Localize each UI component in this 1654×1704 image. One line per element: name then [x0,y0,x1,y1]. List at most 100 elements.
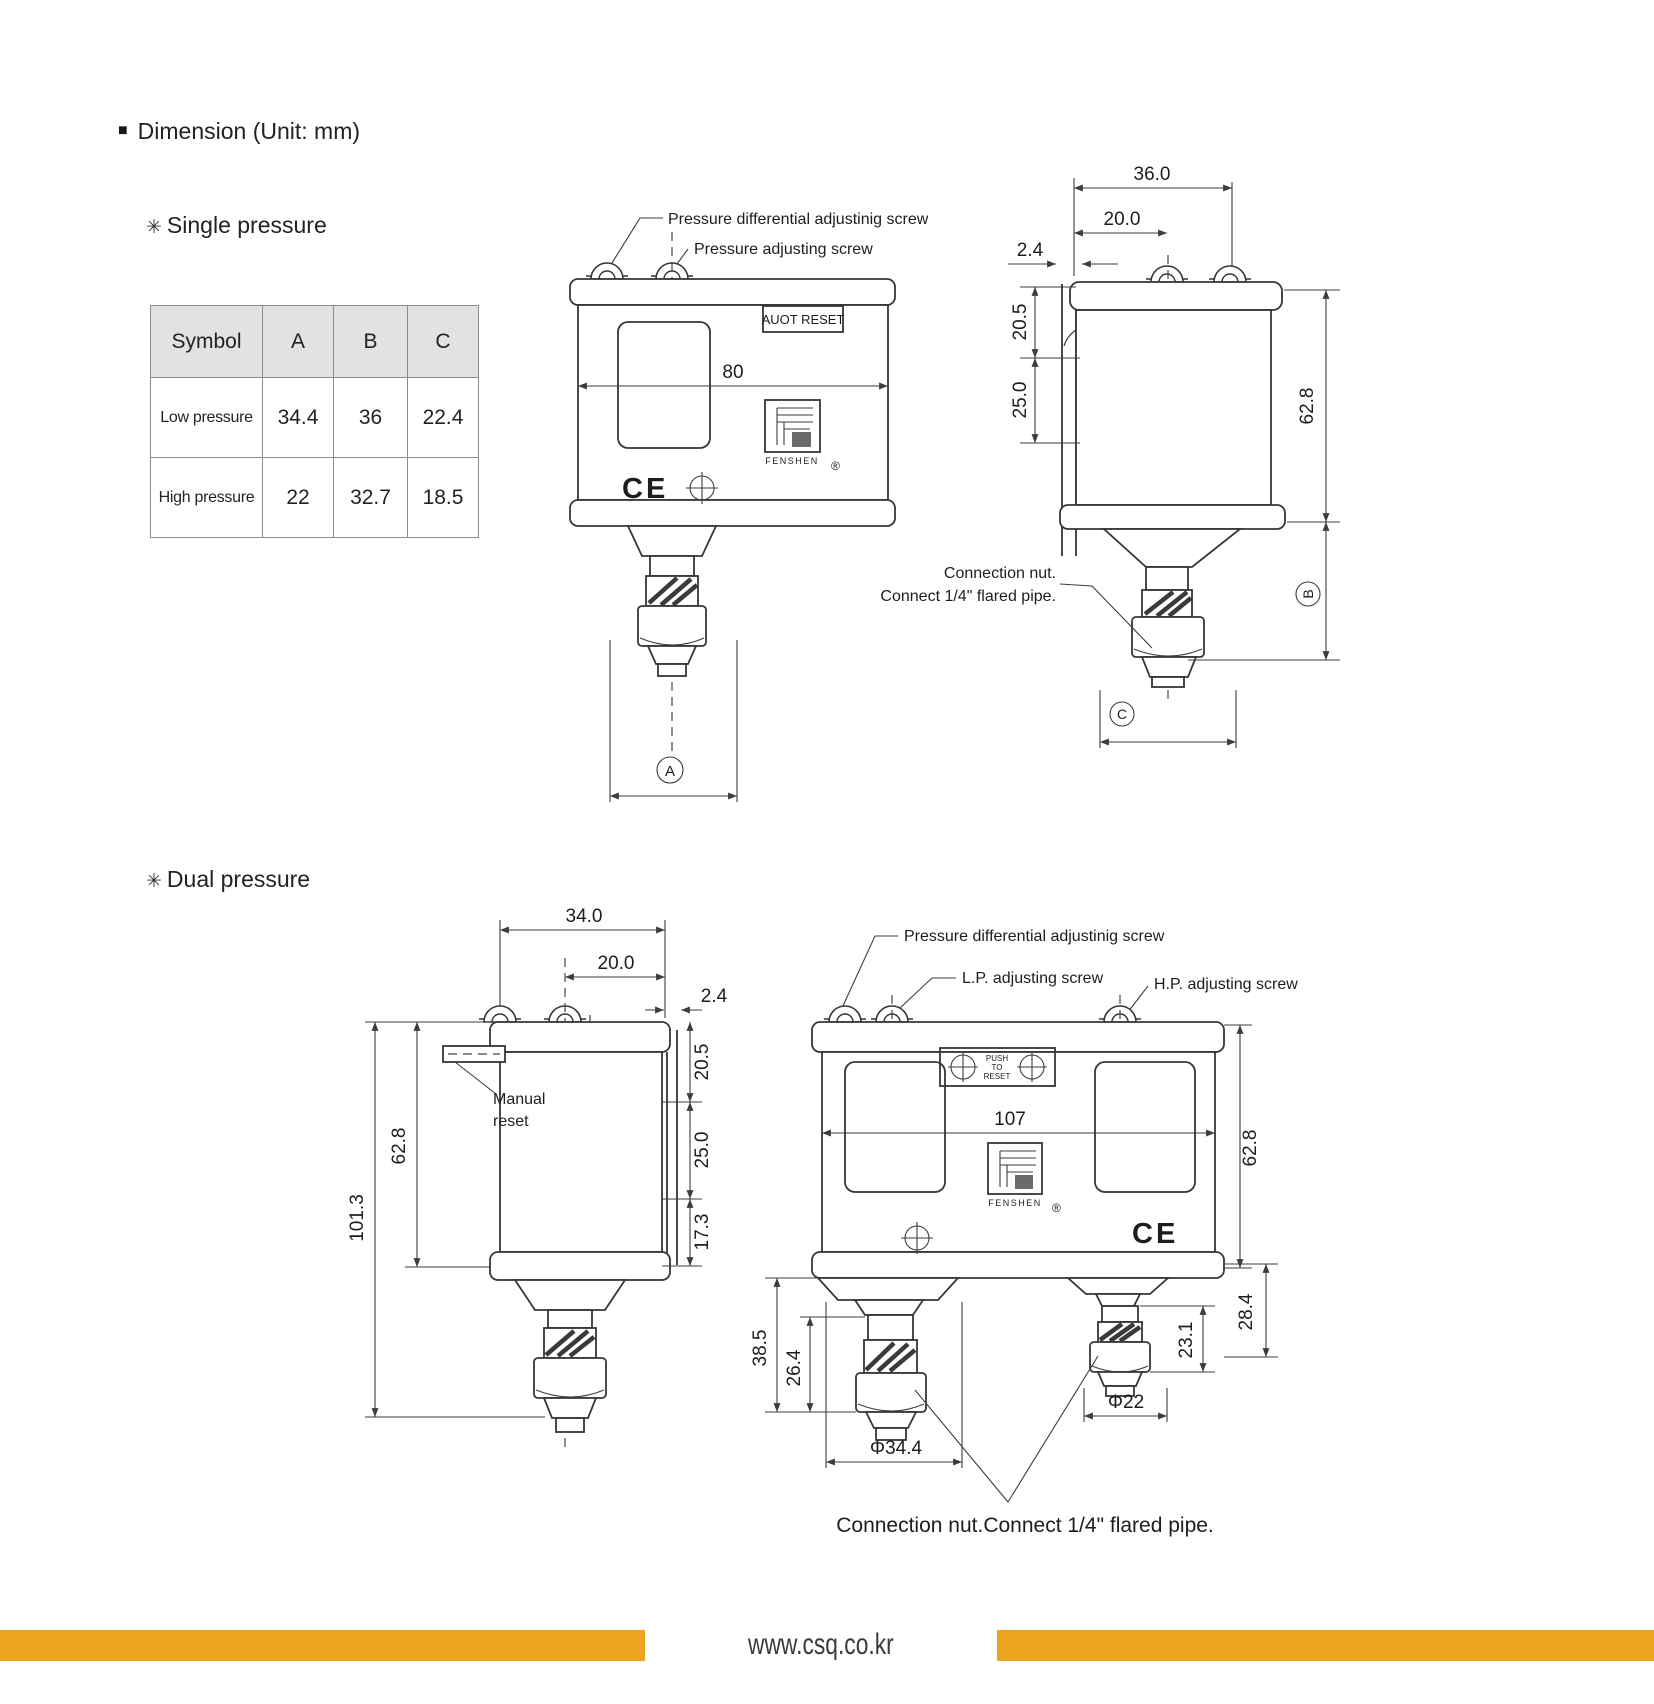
svg-text:PUSH: PUSH [986,1054,1008,1063]
svg-text:TO: TO [992,1063,1003,1072]
svg-text:107: 107 [994,1109,1026,1130]
dual-side-view: 34.0 20.0 2.4 [347,906,728,1448]
dim-20: 20.0 [1074,209,1167,237]
table-header-b: B [333,305,408,378]
svg-text:2.4: 2.4 [701,986,728,1007]
dim-a: A [609,640,738,802]
square-bullet-icon: ■ [118,121,128,139]
section-label-dual-text: Dual pressure [166,866,311,892]
brand-text: FENSHEN [988,1198,1042,1208]
dim-107: 107 [822,1109,1215,1137]
registered-icon: ® [1052,1201,1061,1215]
section-label-dual: ✳Dual pressure [146,866,310,893]
page-title: ■ Dimension (Unit: mm) [118,118,360,145]
page-title-text: Dimension (Unit: mm) [137,118,361,144]
asterisk-icon: ✳ [146,871,162,892]
screw-annotations: Pressure differential adjustinig screw L… [841,928,1298,1013]
svg-text:26.4: 26.4 [784,1349,805,1386]
manual-reset-label: reset [493,1113,529,1130]
push-to-reset-badge: PUSH TO RESET [939,1047,1056,1087]
fenshen-logo: FENSHEN ® [764,399,840,473]
svg-text:36.0: 36.0 [1134,164,1171,185]
cell-low-a: 34.4 [262,377,334,458]
fenshen-logo: FENSHEN ® [987,1142,1061,1215]
hp-connection-fitting [1065,1277,1171,1397]
dim-phi-22: Φ22 [1083,1388,1168,1422]
screw-head-icon [585,262,629,280]
svg-text:25.0: 25.0 [1010,382,1031,419]
registered-icon: ® [831,459,840,473]
table-header-symbol: Symbol [150,305,263,378]
crosshair-icon [686,472,718,504]
table-row-low-pressure: Low pressure 34.4 36 22.4 [150,377,479,458]
brand-text: FENSHEN [765,456,819,466]
manual-reset: Manual reset [442,1045,545,1130]
svg-text:2.4: 2.4 [1017,240,1044,261]
housing-bottom-cap [489,1251,671,1281]
dim-2-4: 2.4 [645,986,728,1014]
row-label-low: Low pressure [150,377,263,458]
dim-62-8: 62.8 [1284,289,1340,523]
housing-body [577,304,889,501]
svg-text:Φ34.4: Φ34.4 [870,1438,923,1459]
table-header-a: A [262,305,334,378]
front-window-right [1094,1061,1196,1193]
footer-bar-left [0,1630,645,1661]
crosshair-icon [901,1222,933,1254]
footer-url: www.csq.co.kr [748,1628,894,1661]
screw-head-icon [823,1005,867,1023]
dim-28-4: 28.4 [1224,1263,1278,1358]
svg-text:17.3: 17.3 [692,1214,713,1251]
svg-text:20.0: 20.0 [598,953,635,974]
svg-text:62.8: 62.8 [1297,388,1318,425]
single-pressure-drawing: Pressure differential adjustinig screw P… [569,164,1340,802]
svg-text:62.8: 62.8 [1240,1130,1261,1167]
svg-text:20.0: 20.0 [1104,209,1141,230]
dim-phi-34-4: Φ34.4 [825,1302,963,1468]
dim-20: 20.0 [565,953,665,981]
dim-62-8-right: 62.8 [1224,1024,1261,1269]
dual-pressure-drawing: 34.0 20.0 2.4 [347,906,1298,1537]
mounting-plate [666,1030,678,1265]
dim-c: C [1099,690,1237,748]
table-row-high-pressure: High pressure 22 32.7 18.5 [150,457,479,538]
dim-b: B [1188,522,1340,661]
connection-nut-annotation: Connection nut. Connect 1/4" flared pipe… [880,565,1153,649]
label-pressure-differential-screw: Pressure differential adjustinig screw [904,928,1165,945]
svg-text:25.0: 25.0 [692,1132,713,1169]
svg-text:C: C [1117,706,1127,722]
housing-bottom-cap [811,1251,1225,1279]
row-label-high: High pressure [150,457,263,538]
label-lp-screw: L.P. adjusting screw [962,970,1104,987]
dim-chain-right: 20.5 25.0 17.3 [662,1022,713,1267]
cell-low-b: 36 [333,377,408,458]
front-window-left [844,1061,946,1193]
manual-reset-label: Manual [493,1091,545,1108]
screw-annotations: Pressure differential adjustinig screw P… [606,211,929,272]
svg-text:Connection nut.: Connection nut. [944,565,1056,582]
dim-20-5-25: 20.5 25.0 [1010,286,1080,444]
dual-front-view: Pressure differential adjustinig screw L… [750,928,1298,1537]
svg-text:34.0: 34.0 [566,906,603,927]
section-label-single-text: Single pressure [166,212,327,238]
svg-text:B: B [1300,589,1316,598]
connection-nut-annotation: Connection nut.Connect 1/4" flared pipe. [836,1355,1214,1537]
svg-text:RESET: RESET [984,1072,1011,1081]
ce-mark: CE [1132,1218,1178,1250]
svg-text:23.1: 23.1 [1176,1322,1197,1359]
svg-text:28.4: 28.4 [1236,1293,1257,1330]
dim-26-4: 26.4 [784,1316,865,1412]
auto-reset-text: AUOT RESET [762,312,845,327]
lp-connection-fitting [815,1277,961,1441]
svg-text:Connect 1/4" flared pipe.: Connect 1/4" flared pipe. [880,588,1056,605]
table-header-row: Symbol A B C [150,305,479,378]
auto-reset-badge: AUOT RESET [762,305,845,333]
label-hp-screw: H.P. adjusting screw [1154,976,1298,993]
dim-23-1: 23.1 [1140,1305,1215,1373]
label-pressure-differential-screw: Pressure differential adjustinig screw [668,211,929,228]
dim-2-4: 2.4 [1008,240,1118,268]
front-connection-fitting [626,525,718,677]
dim-62-8-left: 62.8 [389,1022,490,1268]
cell-high-b: 32.7 [333,457,408,538]
single-front-view: Pressure differential adjustinig screw P… [569,211,929,802]
